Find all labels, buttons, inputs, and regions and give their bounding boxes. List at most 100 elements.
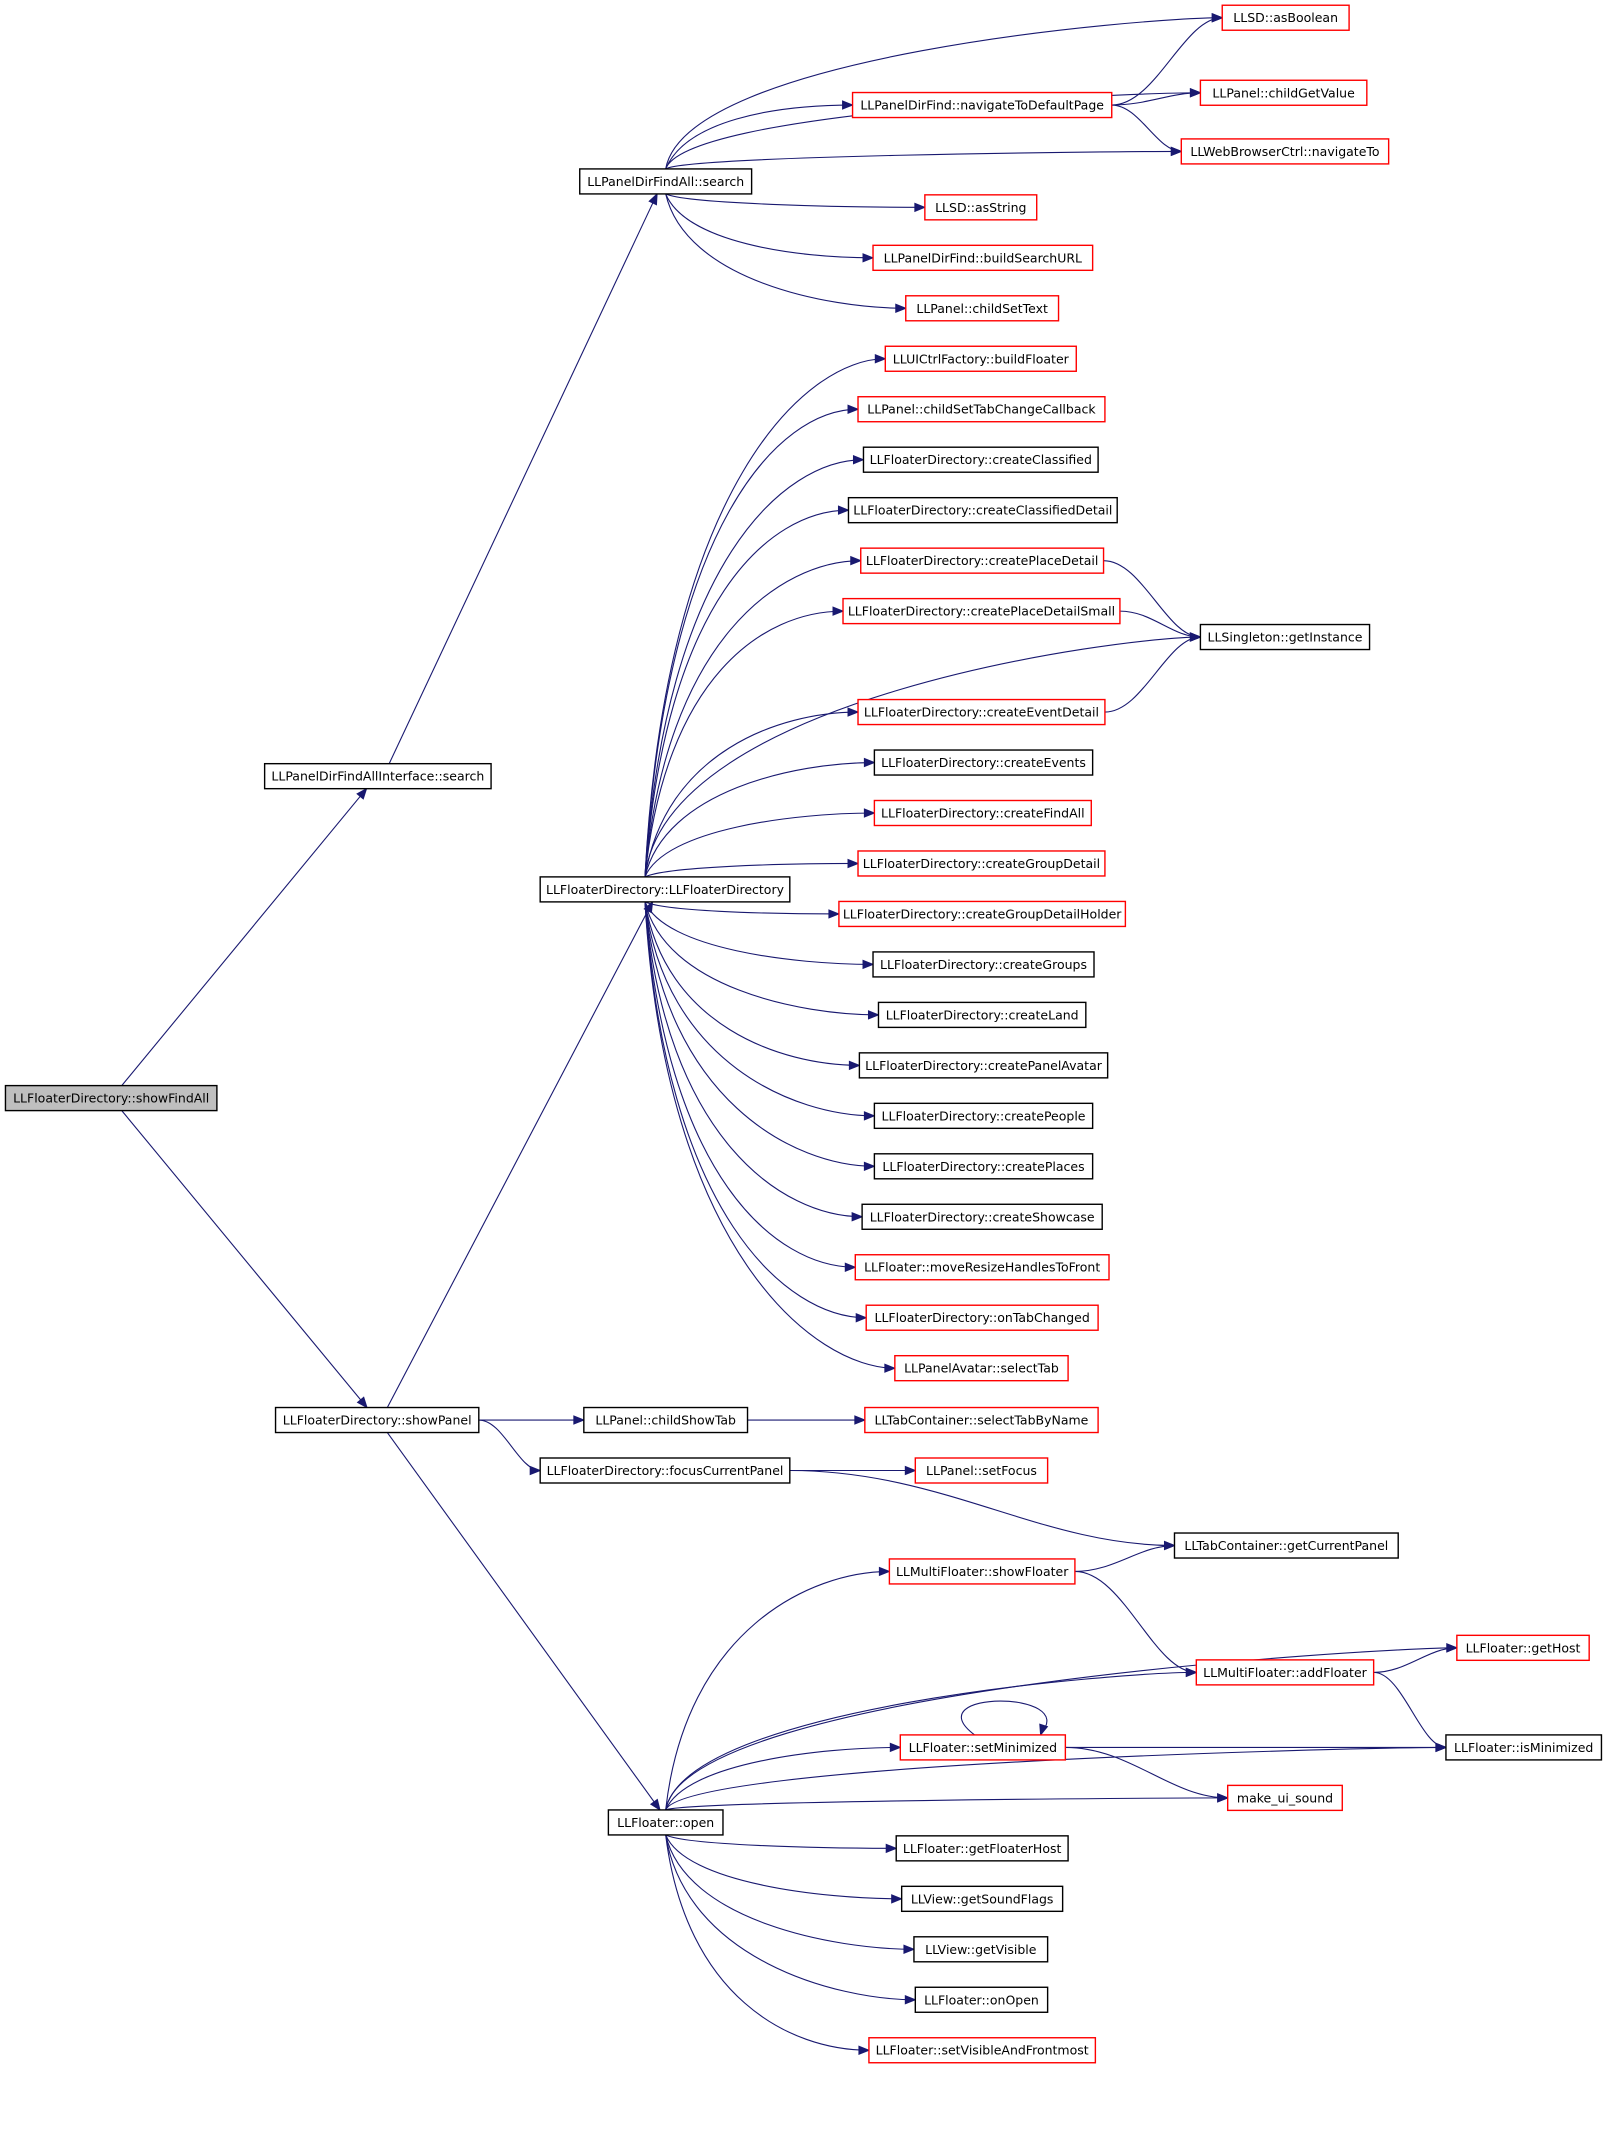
function-node-createLand[interactable]: LLFloaterDirectory::createLand (877, 1001, 1087, 1029)
node-box (4, 1084, 218, 1112)
function-node-isMinimized[interactable]: LLFloater::isMinimized (1445, 1734, 1603, 1761)
edge-line (665, 1834, 869, 2051)
edge-line (644, 901, 895, 1369)
node-box (888, 1558, 1076, 1585)
function-node-showFloater[interactable]: LLMultiFloater::showFloater (888, 1558, 1076, 1585)
edge-line (121, 788, 367, 1086)
function-node-getVisible[interactable]: LLView::getVisible (913, 1936, 1049, 1963)
call-edge-open-to-makeUiSound (665, 1793, 1230, 1811)
function-node-createPanelAvatar[interactable]: LLFloaterDirectory::createPanelAvatar (858, 1052, 1109, 1079)
function-node-createShowcase[interactable]: LLFloaterDirectory::createShowcase (861, 1203, 1103, 1230)
call-edge-ctor-to-createGroupDetail (644, 858, 860, 878)
edge-arrow (356, 1396, 368, 1409)
function-node-createGroupDetailHolder[interactable]: LLFloaterDirectory::createGroupDetailHol… (838, 900, 1127, 928)
function-node-createClassifiedDetail[interactable]: LLFloaterDirectory::createClassifiedDeta… (847, 496, 1118, 524)
function-node-setMinimized[interactable]: LLFloater::setMinimized (899, 1734, 1067, 1761)
call-edge-ctor-to-createFindAll (644, 808, 876, 878)
node-label: LLFloaterDirectory::createFindAll (881, 806, 1085, 821)
node-label: LLFloaterDirectory::createGroupDetailHol… (843, 906, 1122, 921)
call-edge-ctor-to-createPeople (644, 901, 876, 1121)
edge-line (386, 1432, 661, 1811)
node-label: LLPanelDirFind::buildSearchURL (884, 250, 1082, 265)
node-box (842, 597, 1121, 625)
function-node-showFindAll[interactable]: LLFloaterDirectory::showFindAll (4, 1084, 218, 1112)
node-label: LLPanel::childSetTabChangeCallback (867, 402, 1096, 417)
node-box (873, 1153, 1094, 1180)
function-node-navigateTo[interactable]: LLWebBrowserCtrl::navigateTo (1180, 138, 1390, 165)
function-node-addFloater[interactable]: LLMultiFloater::addFloater (1195, 1659, 1375, 1686)
function-node-open[interactable]: LLFloater::open (607, 1809, 724, 1836)
edge-arrow (648, 192, 658, 206)
function-node-makeUiSound[interactable]: make_ui_sound (1226, 1784, 1343, 1812)
function-node-createPlaceDetailSmall[interactable]: LLFloaterDirectory::createPlaceDetailSma… (842, 597, 1121, 625)
function-node-createEvents[interactable]: LLFloaterDirectory::createEvents (873, 749, 1094, 776)
function-node-createGroups[interactable]: LLFloaterDirectory::createGroups (872, 951, 1095, 978)
function-node-findAllSearch[interactable]: LLPanelDirFindAll::search (579, 168, 753, 195)
function-node-moveResizeHandlesToFront[interactable]: LLFloater::moveResizeHandlesToFront (854, 1254, 1110, 1281)
function-node-ctor[interactable]: LLFloaterDirectory::LLFloaterDirectory (539, 876, 791, 903)
function-node-getCurrentPanel[interactable]: LLTabContainer::getCurrentPanel (1173, 1532, 1399, 1559)
node-box (857, 850, 1106, 877)
edge-arrow (1039, 1723, 1049, 1737)
function-node-childSetTabChangeCallback[interactable]: LLPanel::childSetTabChangeCallback (857, 396, 1106, 423)
node-box (1456, 1634, 1590, 1662)
function-node-childSetText[interactable]: LLPanel::childSetText (905, 295, 1060, 322)
node-label: LLPanelAvatar::selectTab (904, 1361, 1059, 1376)
edge-arrow (904, 1995, 917, 2005)
node-label: LLUICtrlFactory::buildFloater (893, 351, 1070, 366)
function-node-buildFloater[interactable]: LLUICtrlFactory::buildFloater (884, 345, 1077, 372)
call-edge-open-to-showFloater (665, 1566, 891, 1811)
call-edge-ctor-to-createEvents (644, 757, 876, 878)
function-node-onTabChanged[interactable]: LLFloaterDirectory::onTabChanged (865, 1304, 1099, 1331)
function-node-getInstance[interactable]: LLSingleton::getInstance (1199, 623, 1371, 651)
function-node-getHost[interactable]: LLFloater::getHost (1456, 1634, 1590, 1662)
call-edge-findAllSearch-to-navigateTo (665, 146, 1183, 170)
function-node-onOpen[interactable]: LLFloater::onOpen (914, 1986, 1049, 2013)
function-node-focusCurrentPanel[interactable]: LLFloaterDirectory::focusCurrentPanel (539, 1457, 791, 1484)
function-node-setVisibleAndFrontmost[interactable]: LLFloater::setVisibleAndFrontmost (868, 2037, 1097, 2064)
node-label: make_ui_sound (1237, 1790, 1333, 1805)
function-node-createPlaces[interactable]: LLFloaterDirectory::createPlaces (873, 1153, 1094, 1180)
function-node-showPanel[interactable]: LLFloaterDirectory::showPanel (274, 1406, 480, 1434)
node-box (905, 295, 1060, 322)
function-node-selectTab[interactable]: LLPanelAvatar::selectTab (894, 1354, 1069, 1382)
function-node-createClassified[interactable]: LLFloaterDirectory::createClassified (862, 446, 1099, 473)
function-node-createPeople[interactable]: LLFloaterDirectory::createPeople (873, 1102, 1094, 1130)
node-box (877, 1001, 1087, 1029)
edge-line (644, 610, 844, 877)
edge-line (644, 901, 863, 1218)
edge-arrow (904, 1465, 917, 1476)
function-node-createPlaceDetail[interactable]: LLFloaterDirectory::createPlaceDetail (860, 547, 1105, 574)
function-node-setFocus[interactable]: LLPanel::setFocus (914, 1457, 1049, 1484)
node-label: LLFloaterDirectory::LLFloaterDirectory (546, 882, 785, 897)
node-box (872, 244, 1094, 272)
node-box (854, 1254, 1110, 1281)
edge-arrow (356, 787, 368, 800)
function-node-getFloaterHost[interactable]: LLFloater::getFloaterHost (895, 1835, 1069, 1862)
function-node-getSoundFlags[interactable]: LLView::getSoundFlags (900, 1885, 1064, 1913)
function-node-createFindAll[interactable]: LLFloaterDirectory::createFindAll (873, 799, 1092, 827)
edge-line (789, 1469, 1175, 1547)
edge-arrow (1185, 1667, 1198, 1678)
function-node-asBoolean[interactable]: LLSD::asBoolean (1221, 4, 1350, 31)
function-node-selectTabByName[interactable]: LLTabContainer::selectTabByName (864, 1406, 1099, 1434)
edge-arrow (895, 303, 908, 314)
function-node-findAllIfaceSearch[interactable]: LLPanelDirFindAllInterface::search (263, 762, 492, 790)
edge-arrow (863, 757, 876, 768)
function-node-childGetValue[interactable]: LLPanel::childGetValue (1199, 79, 1368, 106)
function-node-navigateToDefaultPage[interactable]: LLPanelDirFind::navigateToDefaultPage (851, 91, 1113, 119)
edge-arrow (862, 253, 875, 263)
function-node-createEventDetail[interactable]: LLFloaterDirectory::createEventDetail (857, 698, 1106, 726)
function-node-createGroupDetail[interactable]: LLFloaterDirectory::createGroupDetail (857, 850, 1106, 877)
call-edge-showPanel-to-ctor (386, 900, 654, 1408)
function-node-asString[interactable]: LLSD::asString (924, 194, 1038, 221)
node-box (579, 168, 753, 195)
node-label: LLView::getVisible (925, 1942, 1037, 1957)
call-edge-ctor-to-childSetTabChangeCallback (644, 404, 860, 877)
function-node-childShowTab[interactable]: LLPanel::childShowTab (583, 1406, 749, 1434)
edge-line (644, 812, 875, 878)
call-edge-addFloater-to-getHost (1373, 1643, 1459, 1673)
node-box (1226, 1784, 1343, 1812)
node-label: LLFloaterDirectory::showFindAll (13, 1091, 209, 1106)
function-node-buildSearchURL[interactable]: LLPanelDirFind::buildSearchURL (872, 244, 1094, 272)
